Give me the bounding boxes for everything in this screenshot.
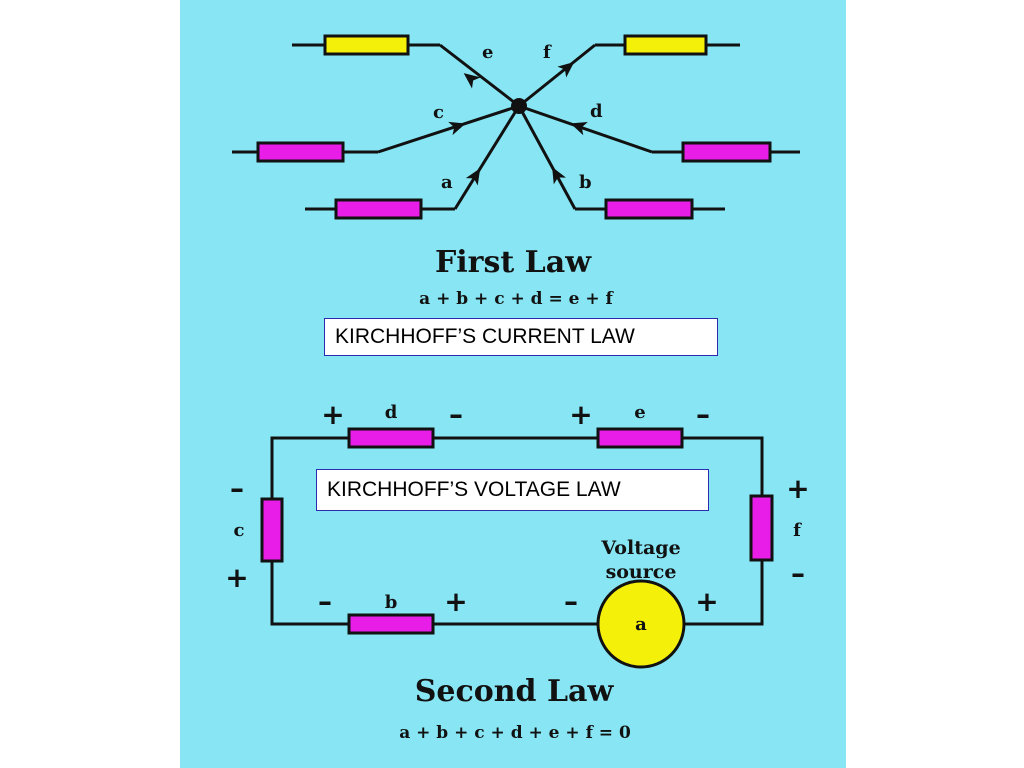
wire-c bbox=[377, 104, 520, 154]
label-a: a bbox=[441, 172, 453, 193]
wire bbox=[270, 561, 349, 626]
arrow-a-icon bbox=[465, 168, 481, 186]
arrow-c-icon bbox=[448, 121, 466, 136]
loop-label-b: b bbox=[385, 592, 398, 613]
wire bbox=[682, 436, 764, 496]
arrow-f-icon bbox=[557, 61, 575, 78]
resistor-f-loop bbox=[749, 494, 774, 562]
resistor-c-loop bbox=[260, 497, 284, 563]
label-f: f bbox=[543, 42, 552, 63]
wire-a bbox=[453, 105, 521, 210]
polarity-plus: + bbox=[786, 472, 809, 505]
second-law-loop bbox=[270, 436, 764, 626]
loop-label-a: a bbox=[635, 614, 647, 635]
wire-e bbox=[439, 43, 520, 108]
polarity-plus: + bbox=[695, 585, 718, 618]
resistor-d bbox=[681, 141, 772, 163]
loop-label-d: d bbox=[385, 402, 398, 423]
loop-label-c: c bbox=[234, 520, 245, 541]
kirchhoff-current-law-box: KIRCHHOFF’S CURRENT LAW bbox=[324, 318, 718, 356]
polarity-plus: + bbox=[444, 585, 467, 618]
resistor-d-loop bbox=[347, 427, 435, 449]
first-law-equation: a + b + c + d = e + f bbox=[419, 289, 614, 309]
polarity-plus: + bbox=[569, 398, 592, 431]
arrow-b-icon bbox=[552, 167, 567, 185]
wire-d bbox=[518, 104, 653, 154]
label-e: e bbox=[482, 42, 493, 63]
label-b: b bbox=[579, 172, 592, 193]
resistor-c bbox=[256, 141, 345, 163]
label-d: d bbox=[590, 101, 603, 122]
polarity-plus: + bbox=[321, 398, 344, 431]
loop-label-e: e bbox=[634, 402, 645, 423]
arrow-d-icon bbox=[570, 121, 588, 136]
first-law-diagram bbox=[232, 43, 800, 211]
resistor-e-loop bbox=[596, 427, 684, 449]
wire-f bbox=[518, 43, 596, 108]
polarity-minus: – bbox=[449, 398, 463, 431]
loop-label-f: f bbox=[793, 520, 802, 541]
voltage-source-label-line1: Voltage bbox=[600, 537, 680, 559]
junction-node bbox=[511, 98, 527, 114]
resistor-b-loop bbox=[347, 613, 435, 635]
resistor-e bbox=[323, 34, 410, 56]
second-law-equation: a + b + c + d + e + f = 0 bbox=[399, 723, 631, 743]
first-law-title: First Law bbox=[435, 245, 592, 280]
wire bbox=[685, 560, 764, 626]
resistor-f bbox=[623, 34, 708, 56]
second-law-title: Second Law bbox=[415, 674, 615, 709]
resistor-a bbox=[334, 198, 423, 220]
polarity-minus: – bbox=[230, 472, 244, 505]
label-c: c bbox=[433, 102, 444, 123]
arrow-e-icon bbox=[463, 73, 481, 89]
voltage-source-label-line2: source bbox=[606, 561, 677, 583]
voltage-source-a bbox=[596, 579, 686, 669]
kirchhoff-voltage-law-box: KIRCHHOFF’S VOLTAGE LAW bbox=[316, 469, 709, 511]
polarity-minus: – bbox=[791, 557, 805, 590]
slide-background bbox=[180, 0, 846, 768]
polarity-minus: – bbox=[696, 398, 710, 431]
polarity-minus: – bbox=[564, 585, 578, 618]
resistor-b bbox=[604, 198, 694, 220]
wire-b bbox=[517, 105, 577, 210]
polarity-plus: + bbox=[225, 561, 248, 594]
wire bbox=[270, 436, 349, 499]
polarity-minus: – bbox=[318, 585, 332, 618]
